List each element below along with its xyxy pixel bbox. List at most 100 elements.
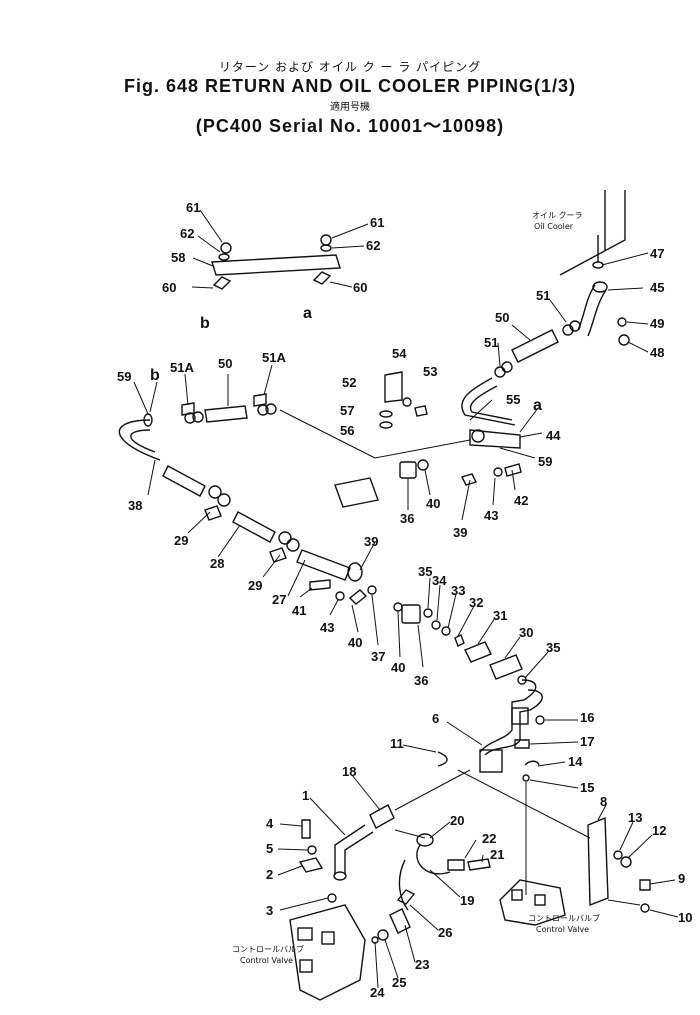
callout-40: 40 bbox=[426, 496, 440, 511]
oil-cooler-jp-note: オイル クーラ bbox=[532, 211, 583, 220]
callout-59: 59 bbox=[117, 369, 131, 384]
callout-62: 62 bbox=[180, 226, 194, 241]
callout-62: 62 bbox=[366, 238, 380, 253]
callout-6: 6 bbox=[432, 711, 439, 726]
callout-5: 5 bbox=[266, 841, 273, 856]
callout-15: 15 bbox=[580, 780, 594, 795]
callout-59: 59 bbox=[538, 454, 552, 469]
callout-60: 60 bbox=[353, 280, 367, 295]
callout-54: 54 bbox=[392, 346, 407, 361]
callout-8: 8 bbox=[600, 794, 607, 809]
callout-40: 40 bbox=[391, 660, 405, 675]
callout-32: 32 bbox=[469, 595, 483, 610]
callout-30: 30 bbox=[519, 625, 533, 640]
pipe-1 bbox=[333, 769, 471, 881]
callout-labels: 61 62 58 60 b 61 62 60 a 47 45 51 49 48 … bbox=[117, 200, 692, 1000]
callout-41: 41 bbox=[292, 603, 306, 618]
callout-52: 52 bbox=[342, 375, 356, 390]
callout-29: 29 bbox=[248, 578, 262, 593]
callout-16: 16 bbox=[580, 710, 594, 725]
callout-51: 51 bbox=[484, 335, 498, 350]
callout-56: 56 bbox=[340, 423, 354, 438]
cooler-elbow-45 bbox=[577, 281, 630, 346]
callout-21: 21 bbox=[490, 847, 504, 862]
callout-55: 55 bbox=[506, 392, 520, 407]
return-pipe-44 bbox=[461, 377, 521, 449]
callout-50: 50 bbox=[218, 356, 232, 371]
callout-12: 12 bbox=[652, 823, 666, 838]
callout-53: 53 bbox=[423, 364, 437, 379]
callout-36: 36 bbox=[414, 673, 428, 688]
callout-10: 10 bbox=[678, 910, 692, 925]
hose-28 bbox=[162, 465, 300, 563]
callout-48: 48 bbox=[650, 345, 664, 360]
callout-19: 19 bbox=[460, 893, 474, 908]
callout-18: 18 bbox=[342, 764, 356, 779]
callout-47: 47 bbox=[650, 246, 664, 261]
callout-61: 61 bbox=[370, 215, 384, 230]
callout-2: 2 bbox=[266, 867, 273, 882]
flange-36-upper bbox=[334, 459, 522, 508]
callout-39: 39 bbox=[364, 534, 378, 549]
control-valve-jp-right: コントロールバルブ bbox=[528, 913, 600, 923]
callout-17: 17 bbox=[580, 734, 594, 749]
oil-cooler-note: Oil Cooler bbox=[534, 222, 574, 231]
callout-58: 58 bbox=[171, 250, 185, 265]
callout-36: 36 bbox=[400, 511, 414, 526]
callout-31: 31 bbox=[493, 608, 507, 623]
fittings-23-26 bbox=[371, 908, 411, 944]
callout-22: 22 bbox=[482, 831, 496, 846]
serial-range: (PC400 Serial No. 10001～10098) bbox=[195, 116, 505, 136]
callout-51: 51 bbox=[536, 288, 550, 303]
callout-45: 45 bbox=[650, 280, 664, 295]
control-valve-right-note: Control Valve bbox=[536, 925, 589, 934]
callout-3: 3 bbox=[266, 903, 273, 918]
callout-37: 37 bbox=[371, 649, 385, 664]
control-valve-left bbox=[289, 904, 366, 1001]
flange-36-lower bbox=[309, 579, 421, 624]
callout-29: 29 bbox=[174, 533, 188, 548]
callout-43: 43 bbox=[320, 620, 334, 635]
callout-24: 24 bbox=[370, 985, 385, 1000]
title-japanese: リターン および オイル ク ー ラ パイピング bbox=[218, 60, 482, 74]
callout-b: b bbox=[150, 367, 160, 384]
callout-28: 28 bbox=[210, 556, 224, 571]
clamp-11 bbox=[437, 751, 448, 767]
callout-43: 43 bbox=[484, 508, 498, 523]
control-valve-jp-left: コントロールバルブ bbox=[232, 944, 304, 954]
callout-25: 25 bbox=[392, 975, 406, 990]
hose-19 bbox=[396, 833, 491, 911]
bracket-52 bbox=[379, 371, 428, 429]
callout-51A: 51A bbox=[170, 360, 194, 375]
hose-50-left bbox=[181, 393, 277, 424]
callout-44: 44 bbox=[546, 428, 561, 443]
callout-42: 42 bbox=[514, 493, 528, 508]
callout-61: 61 bbox=[186, 200, 200, 215]
callout-34: 34 bbox=[432, 573, 447, 588]
callout-9: 9 bbox=[678, 871, 685, 886]
callout-35: 35 bbox=[546, 640, 560, 655]
callout-40: 40 bbox=[348, 635, 362, 650]
callout-1: 1 bbox=[302, 788, 309, 803]
callout-13: 13 bbox=[628, 810, 642, 825]
callout-b: b bbox=[200, 315, 210, 332]
callout-49: 49 bbox=[650, 316, 664, 331]
figure-title: Fig. 648 RETURN AND OIL COOLER PIPING(1/… bbox=[123, 76, 577, 96]
leader-lines bbox=[133, 209, 679, 989]
fittings-30-35 bbox=[423, 608, 527, 685]
callout-23: 23 bbox=[415, 957, 429, 972]
applicable-models-label: 適用号機 bbox=[330, 102, 370, 113]
callout-50: 50 bbox=[495, 310, 509, 325]
return-pipe-38 bbox=[118, 413, 161, 461]
bracket-bar bbox=[211, 234, 341, 290]
callout-11: 11 bbox=[390, 736, 404, 751]
pipe-27 bbox=[296, 549, 363, 582]
callout-38: 38 bbox=[128, 498, 142, 513]
pipe-6 bbox=[479, 679, 545, 782]
callout-14: 14 bbox=[568, 754, 583, 769]
callout-39: 39 bbox=[453, 525, 467, 540]
callout-4: 4 bbox=[266, 816, 274, 831]
callout-27: 27 bbox=[272, 592, 286, 607]
callout-a: a bbox=[303, 305, 312, 322]
fittings-2-5 bbox=[298, 819, 337, 903]
